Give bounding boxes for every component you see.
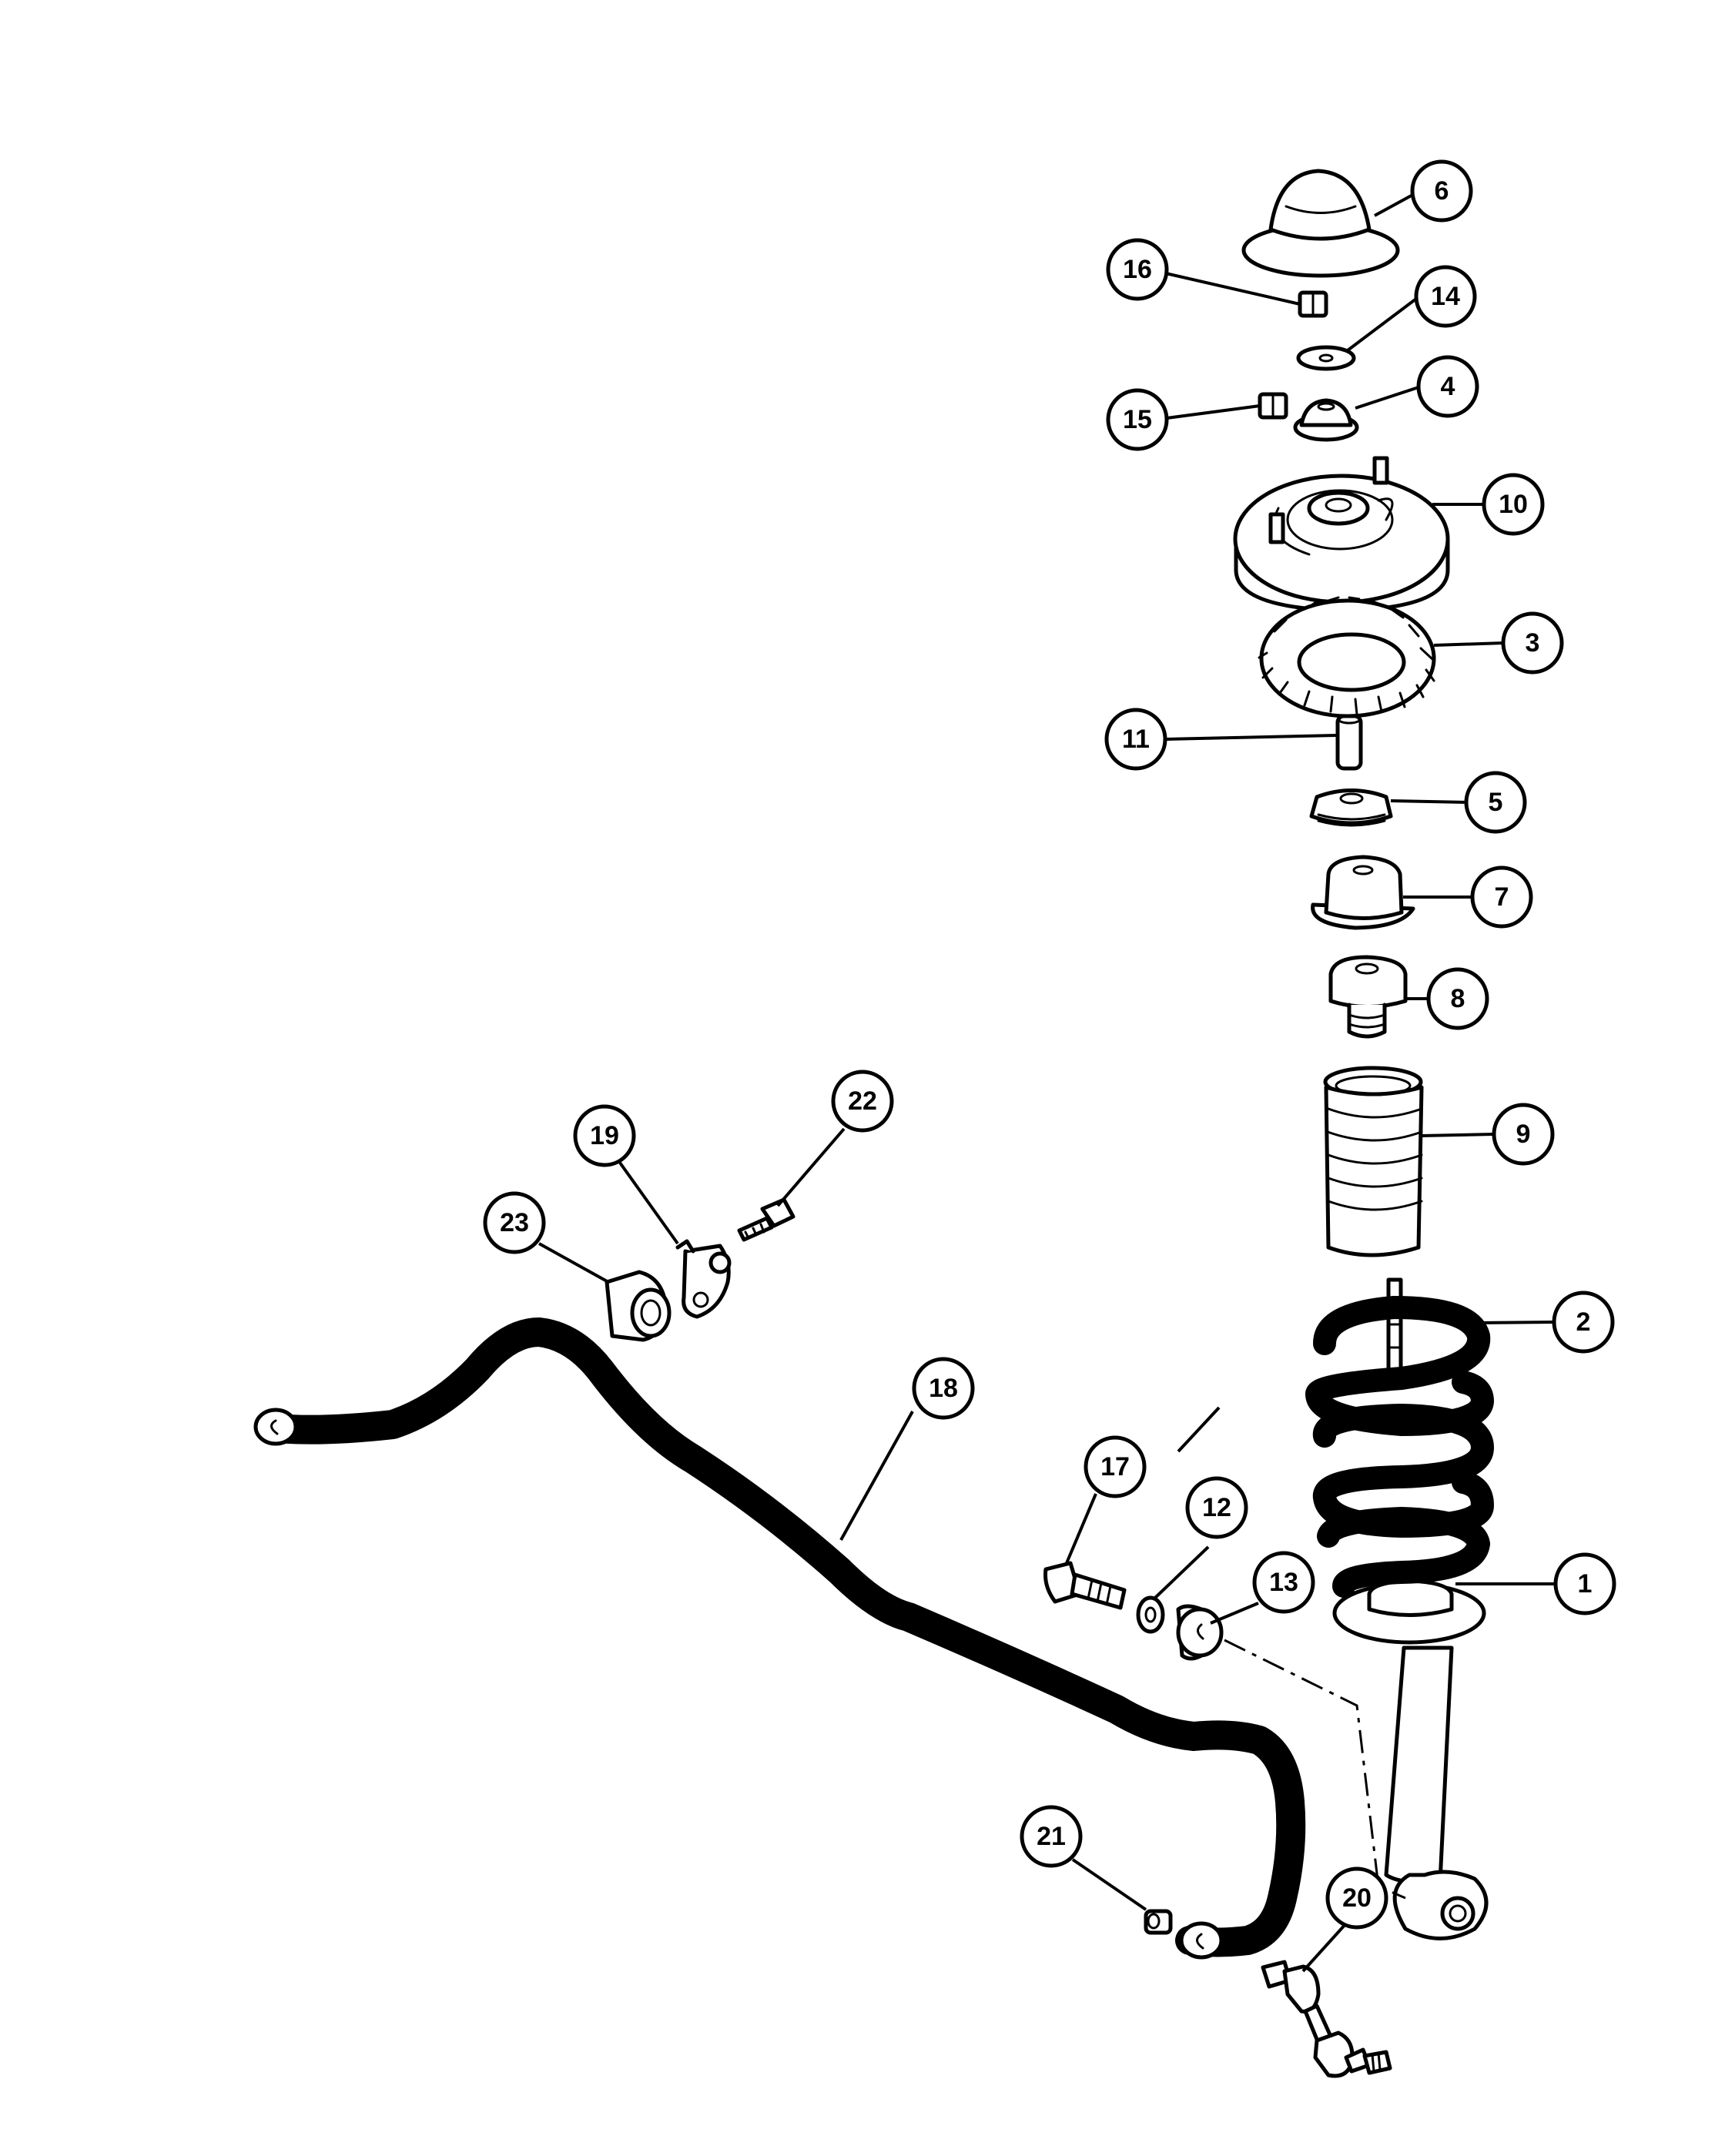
callout-15: 15: [1106, 388, 1169, 451]
callout-16: 16: [1106, 238, 1169, 301]
svg-text:20: 20: [1342, 1883, 1372, 1913]
callout-9: 9: [1492, 1103, 1555, 1166]
part-15-nut: [1258, 392, 1288, 420]
svg-text:23: 23: [500, 1208, 529, 1237]
svg-text:5: 5: [1489, 788, 1503, 817]
callout-18: 18: [912, 1357, 975, 1420]
part-18-stabilizer-bar: [253, 1317, 1306, 1960]
part-23-bushing: [605, 1270, 672, 1342]
callout-11: 11: [1104, 708, 1167, 771]
svg-text:8: 8: [1451, 984, 1465, 1013]
svg-text:2: 2: [1576, 1307, 1591, 1337]
callout-5: 5: [1464, 771, 1527, 834]
svg-text:21: 21: [1037, 1822, 1066, 1851]
part-6-dust-cap: [1241, 169, 1400, 278]
callout-19: 19: [573, 1104, 636, 1167]
callout-20: 20: [1325, 1866, 1388, 1930]
svg-text:19: 19: [590, 1121, 619, 1150]
part-12-washer: [1136, 1595, 1165, 1634]
svg-text:17: 17: [1100, 1452, 1130, 1481]
svg-text:22: 22: [848, 1086, 877, 1116]
svg-text:15: 15: [1123, 405, 1152, 434]
svg-text:18: 18: [929, 1374, 958, 1403]
svg-text:3: 3: [1526, 628, 1540, 658]
callout-1: 1: [1553, 1552, 1616, 1615]
alignment-line: [1224, 1639, 1406, 1900]
callout-6: 6: [1410, 159, 1473, 223]
callout-10: 10: [1482, 473, 1545, 536]
part-14-washer: [1296, 345, 1356, 371]
callout-7: 7: [1470, 865, 1533, 929]
svg-text:10: 10: [1499, 490, 1528, 519]
part-5-jounce-bumper: [1309, 788, 1393, 827]
part-17-bolt: [1043, 1561, 1127, 1610]
callout-8: 8: [1426, 967, 1489, 1030]
part-4-bushing: [1293, 398, 1359, 442]
callout-21: 21: [1020, 1805, 1083, 1868]
part-7-cup: [1311, 855, 1415, 930]
part-19-bracket: [675, 1239, 732, 1319]
svg-text:16: 16: [1123, 255, 1152, 284]
callout-23: 23: [483, 1191, 546, 1254]
part-13-bushing: [1176, 1604, 1224, 1661]
callout-4: 4: [1416, 355, 1479, 418]
part-21-nut: [1144, 1909, 1173, 1935]
leader-lines: [538, 191, 1556, 1973]
svg-text:4: 4: [1441, 372, 1455, 401]
callout-13: 13: [1252, 1551, 1315, 1614]
svg-text:14: 14: [1431, 282, 1460, 311]
svg-text:12: 12: [1202, 1493, 1231, 1522]
svg-text:1: 1: [1578, 1569, 1593, 1599]
part-11-pin: [1335, 714, 1363, 771]
svg-text:11: 11: [1122, 725, 1150, 754]
svg-text:7: 7: [1495, 882, 1509, 912]
callout-12: 12: [1185, 1476, 1248, 1539]
callout-22: 22: [831, 1070, 894, 1133]
part-10-upper-mount: [1233, 456, 1450, 613]
callout-3: 3: [1501, 611, 1564, 675]
part-9-dust-boot: [1323, 1066, 1424, 1257]
part-3-spring-insulator: [1258, 596, 1436, 718]
callout-14: 14: [1414, 265, 1477, 328]
part-8-bumper: [1328, 955, 1408, 1039]
svg-text:9: 9: [1516, 1120, 1531, 1149]
callout-17: 17: [1084, 1435, 1147, 1498]
svg-text:13: 13: [1269, 1568, 1298, 1597]
svg-text:6: 6: [1435, 176, 1449, 206]
part-2-coil-spring: [1305, 1296, 1494, 1598]
part-22-bolt: [737, 1197, 796, 1242]
part-20-stabilizer-link: [1261, 1960, 1392, 2078]
part-16-nut: [1298, 290, 1328, 318]
callout-2: 2: [1552, 1291, 1615, 1354]
